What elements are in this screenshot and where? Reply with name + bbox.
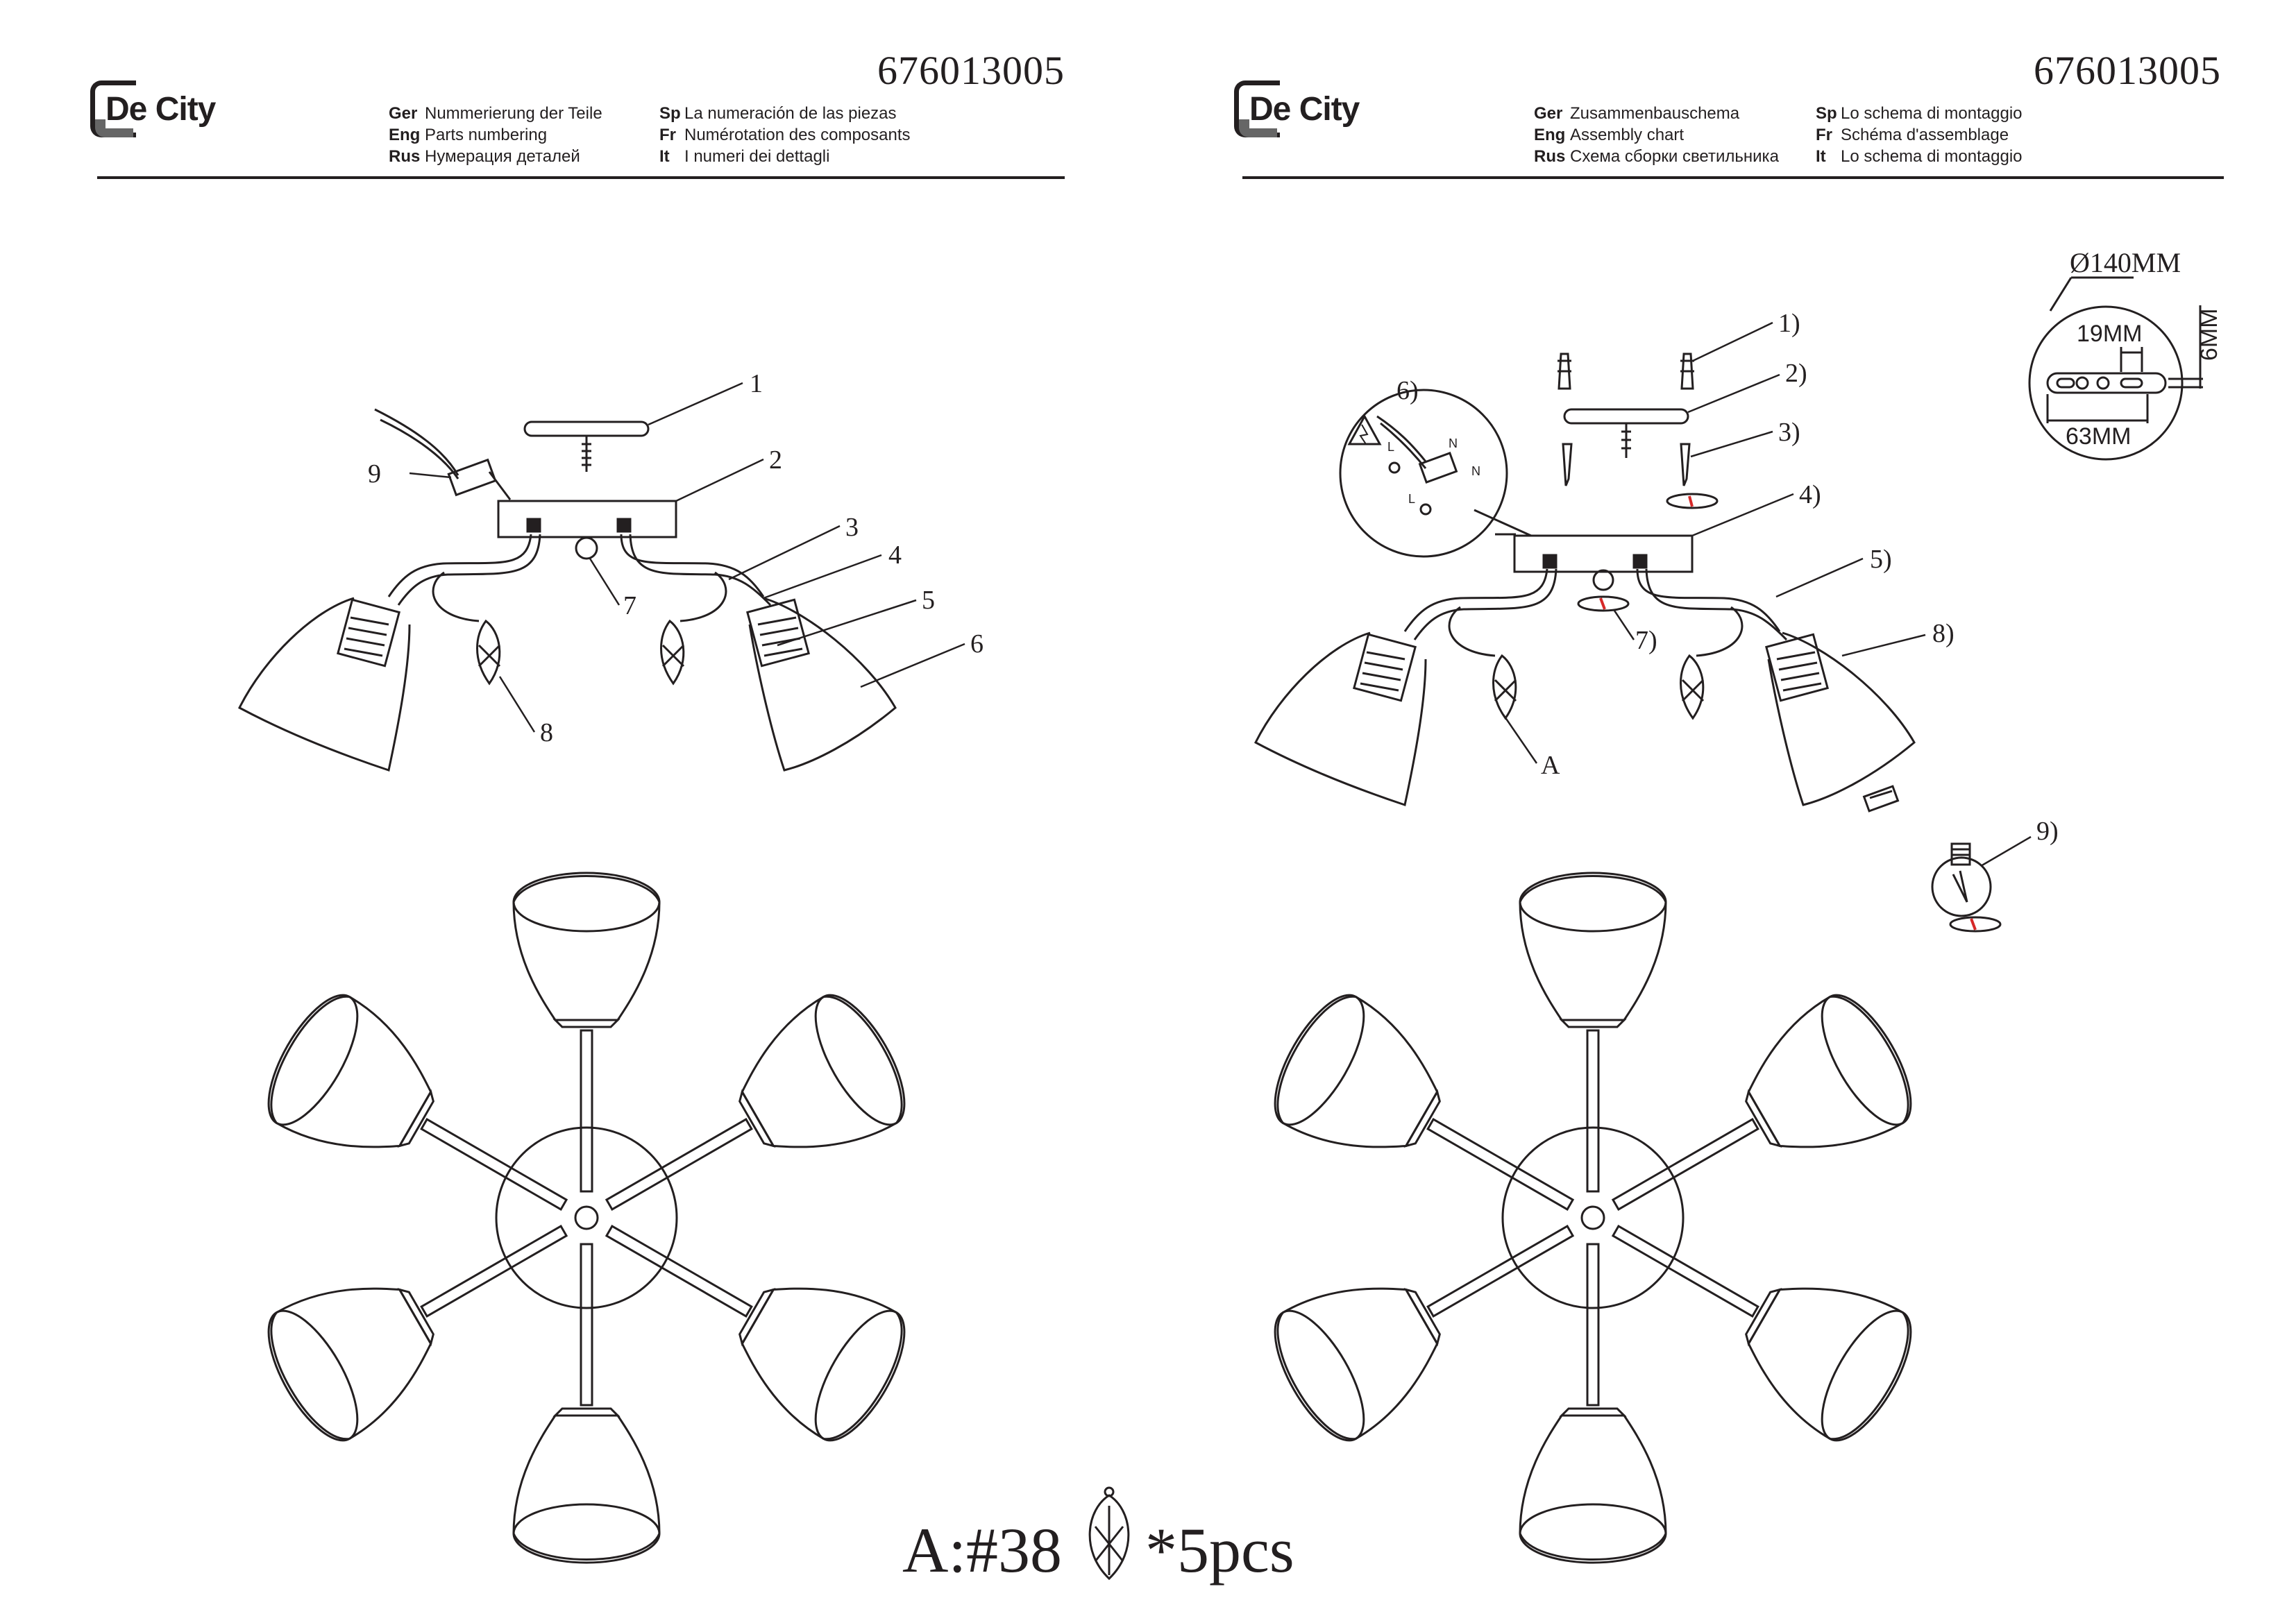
step-label-7: 7) [1635, 626, 1657, 655]
finial-ring [1577, 595, 1630, 612]
part-label-3: 3 [845, 513, 859, 542]
shade-left [238, 597, 411, 772]
assembly-diagram: N N L L [1254, 247, 2222, 1564]
finial [1592, 569, 1614, 591]
crystal-left [476, 619, 501, 686]
mounting-bracket [1563, 408, 1689, 458]
wire-label-l-left: L [1387, 440, 1394, 454]
decity-logo: De City [1234, 78, 1373, 140]
product-code: 676013005 [877, 48, 1065, 93]
part-label-7: 7 [623, 591, 636, 620]
top-view-right [1256, 872, 1930, 1564]
light-bulb [1931, 842, 2002, 933]
part-label-1: 1 [750, 369, 763, 398]
header-rule [97, 176, 1065, 179]
socket-left [337, 598, 400, 668]
shade-right [748, 597, 897, 772]
shade-clip [1862, 785, 1900, 813]
mounting-bracket [523, 420, 650, 472]
crystal-label: A [1541, 751, 1560, 780]
socket-left [1353, 633, 1417, 702]
wiring-connector-line [1474, 509, 1532, 537]
canopy-outlet-right [1632, 554, 1648, 569]
rotate-arrow-bulb [1970, 918, 1977, 931]
part-label-2: 2 [769, 445, 782, 475]
step-label-6: 6) [1396, 376, 1419, 405]
header-rule [1242, 176, 2224, 179]
shade-right [1767, 631, 1916, 806]
wire-label-l-bottom: L [1408, 492, 1415, 506]
diameter-label: Ø140MM [2070, 247, 2181, 278]
step-labels: 1) 2) 3) 4) 5) 6) 7) 8) 9) A [1396, 309, 2059, 846]
canopy-outlet-left [526, 518, 541, 533]
leader-lines [1502, 321, 2032, 867]
arms [387, 534, 772, 622]
part-labels: 1 2 3 4 5 6 7 8 9 [368, 369, 984, 747]
socket-right [1765, 633, 1829, 702]
part-label-8: 8 [540, 718, 553, 747]
logo-text: De City [105, 90, 216, 128]
wall-plugs [1558, 352, 1694, 390]
parts-diagram: 1 2 3 4 5 6 7 8 9 [238, 369, 984, 1564]
terminal-block [374, 408, 512, 500]
dimension-labels: Ø140MM 19MM 6MM 63MM [2066, 247, 2222, 450]
part-label-4: 4 [888, 541, 902, 570]
wiring-detail [1339, 389, 1516, 558]
screws [1562, 443, 1719, 509]
decity-logo: De City [90, 78, 229, 140]
part-label-5: 5 [922, 586, 935, 615]
canopy [1513, 534, 1694, 573]
slot-height-label: 6MM [2196, 308, 2222, 361]
leader-lines [409, 382, 965, 733]
step-label-1: 1) [1778, 309, 1800, 338]
socket-right [746, 598, 810, 668]
step-label-9: 9) [2036, 817, 2059, 846]
part-label-9: 9 [368, 459, 381, 488]
canopy-outlet-left [1542, 554, 1558, 569]
step-label-8: 8) [1932, 619, 1955, 648]
slot-width-label: 19MM [2077, 321, 2142, 347]
step-label-5: 5) [1870, 545, 1892, 574]
step-label-2: 2) [1785, 359, 1807, 388]
crystal-left [1492, 654, 1517, 720]
wire-label-n-mid: N [1471, 464, 1480, 478]
bracket-dimension-detail [2028, 276, 2203, 461]
step-label-4: 4) [1799, 480, 1821, 509]
canopy [497, 500, 677, 538]
rotate-arrow-screw [1688, 495, 1694, 507]
arms [1403, 568, 1788, 657]
finial [575, 536, 598, 560]
crystal-right [1680, 654, 1705, 720]
part-label-6: 6 [970, 629, 984, 658]
canopy-outlet-right [616, 518, 632, 533]
step-label-3: 3) [1778, 418, 1800, 447]
rotate-arrow-finial [1599, 597, 1606, 610]
wire-label-n-top: N [1449, 436, 1458, 450]
logo-text: De City [1249, 90, 1360, 128]
shade-left [1254, 631, 1427, 806]
top-view-left [250, 872, 923, 1564]
wiring-letters: N N L L [1387, 436, 1480, 506]
hole-spacing-label: 63MM [2066, 423, 2131, 450]
crystal-right [660, 619, 685, 686]
product-code: 676013005 [2034, 48, 2221, 93]
